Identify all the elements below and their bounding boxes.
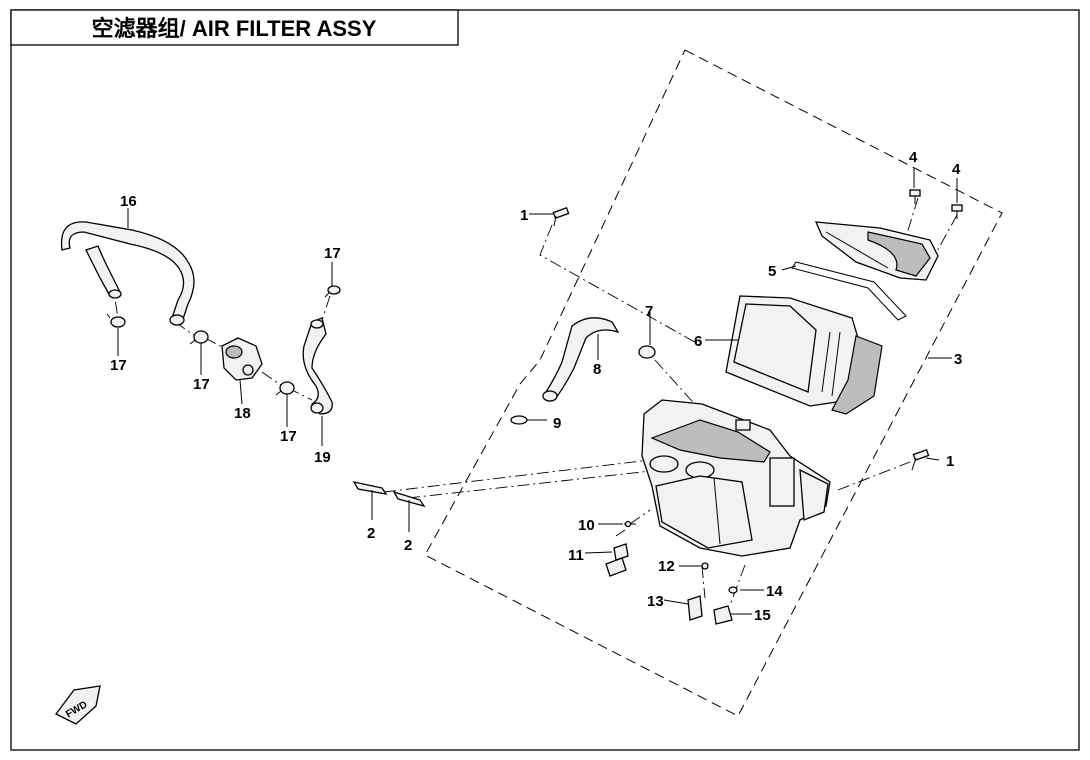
- fwd-arrow-icon: FWD: [55, 685, 101, 725]
- callout-1b: 1: [946, 453, 954, 470]
- callout-10: 10: [578, 517, 595, 534]
- screw-4a: [909, 189, 921, 204]
- callout-2b: 2: [404, 537, 412, 554]
- callout-16: 16: [120, 193, 137, 210]
- drawing-frame: [10, 9, 1080, 751]
- callout-8: 8: [593, 361, 601, 378]
- cover-gasket: [791, 261, 907, 321]
- callout-9: 9: [553, 415, 561, 432]
- page-title: 空滤器组/ AIR FILTER ASSY: [92, 16, 377, 41]
- duct-clamp-9: [510, 415, 528, 425]
- bolt-1b: [911, 448, 930, 471]
- intake-duct: [542, 317, 620, 402]
- callout-5: 5: [768, 263, 776, 280]
- callout-18: 18: [234, 405, 251, 422]
- callout-19: 19: [314, 449, 331, 466]
- breather-valve: [221, 337, 263, 381]
- drain-plug-15: [713, 605, 733, 625]
- screw-12: [701, 562, 709, 570]
- callout-17c: 17: [280, 428, 297, 445]
- callout-2a: 2: [367, 525, 375, 542]
- air-filter-cover: [814, 221, 939, 281]
- breather-hose-lower: [302, 317, 333, 415]
- clamp-2a: [352, 481, 388, 495]
- breather-hose-upper: [60, 221, 195, 326]
- drain-plug-13: [687, 595, 703, 621]
- clip-14: [728, 586, 738, 594]
- callout-7: 7: [645, 303, 653, 320]
- callout-11: 11: [568, 547, 584, 564]
- filter-element: [725, 295, 883, 415]
- callout-6: 6: [694, 333, 702, 350]
- assembly-boundary: [424, 49, 1003, 717]
- callout-13: 13: [647, 593, 664, 610]
- callout-17b: 17: [193, 376, 210, 393]
- callout-14: 14: [766, 583, 783, 600]
- callout-12: 12: [658, 558, 675, 575]
- hose-clamp-17a: [106, 313, 126, 328]
- title-box: [10, 9, 459, 46]
- callout-leaders: [117, 168, 958, 615]
- callout-3: 3: [954, 351, 962, 368]
- bolt-1a: [552, 206, 570, 227]
- callout-17a: 17: [110, 357, 127, 374]
- screw-4b: [951, 204, 963, 219]
- duct-clamp-7: [638, 345, 656, 359]
- hose-clamp-17b: [189, 330, 209, 345]
- callout-4a: 4: [909, 149, 918, 166]
- callout-4b: 4: [952, 161, 961, 178]
- clamp-2b: [392, 490, 426, 508]
- callout-15: 15: [754, 607, 771, 624]
- hose-clamp-17d: [324, 285, 341, 298]
- screw-10: [624, 520, 636, 528]
- drain-plug-11: [605, 543, 629, 577]
- callout-17d: 17: [324, 245, 341, 262]
- air-filter-housing: [641, 399, 831, 557]
- callouts: 1 1 2 2 3 4 4 5 6 7 8 9 10 11 12 13 14 1…: [110, 149, 962, 624]
- callout-1a: 1: [520, 207, 528, 224]
- hose-clamp-17c: [275, 381, 295, 396]
